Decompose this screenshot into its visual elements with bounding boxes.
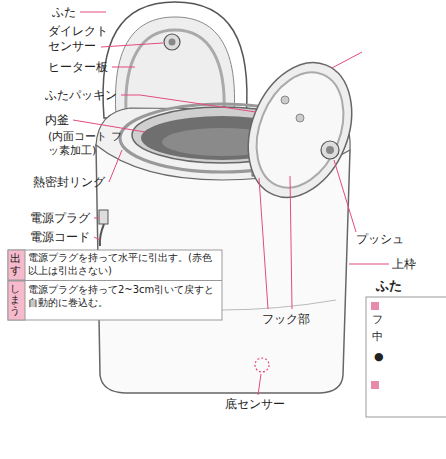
note-text: 中 (372, 330, 383, 344)
part-name: ダイレクト センサー (48, 24, 112, 54)
part-name: 底センサー (225, 397, 285, 412)
table-cell: しまう (10, 283, 20, 316)
part-name: ヒーター板 (48, 60, 108, 75)
table-cell: 出す (10, 253, 21, 277)
table-cell: 電源プラグを持って2~3cm引いて戻すと自動的に巻込む。 (28, 284, 220, 309)
note-text: ● (374, 350, 384, 364)
part-name: 電源プラグ (30, 211, 90, 226)
part-name: 電源コード (30, 230, 90, 245)
part-name: フック部 (262, 312, 310, 327)
part-name: プッシュ (356, 232, 404, 247)
section-heading: ふた (376, 278, 402, 294)
part-name: 熱密封リング (33, 175, 105, 190)
part-name: 内釜 (45, 113, 69, 128)
part-name: 上枠 (392, 257, 416, 272)
part-name: ふたパッキン (45, 88, 117, 103)
note-text: フ (372, 313, 383, 327)
part-note: (内面コート フッ素加工) (48, 130, 122, 158)
part-name: ふた (52, 5, 76, 20)
table-cell: 電源プラグを持って水平に引出す。(赤色以上は引出さない) (28, 252, 220, 277)
